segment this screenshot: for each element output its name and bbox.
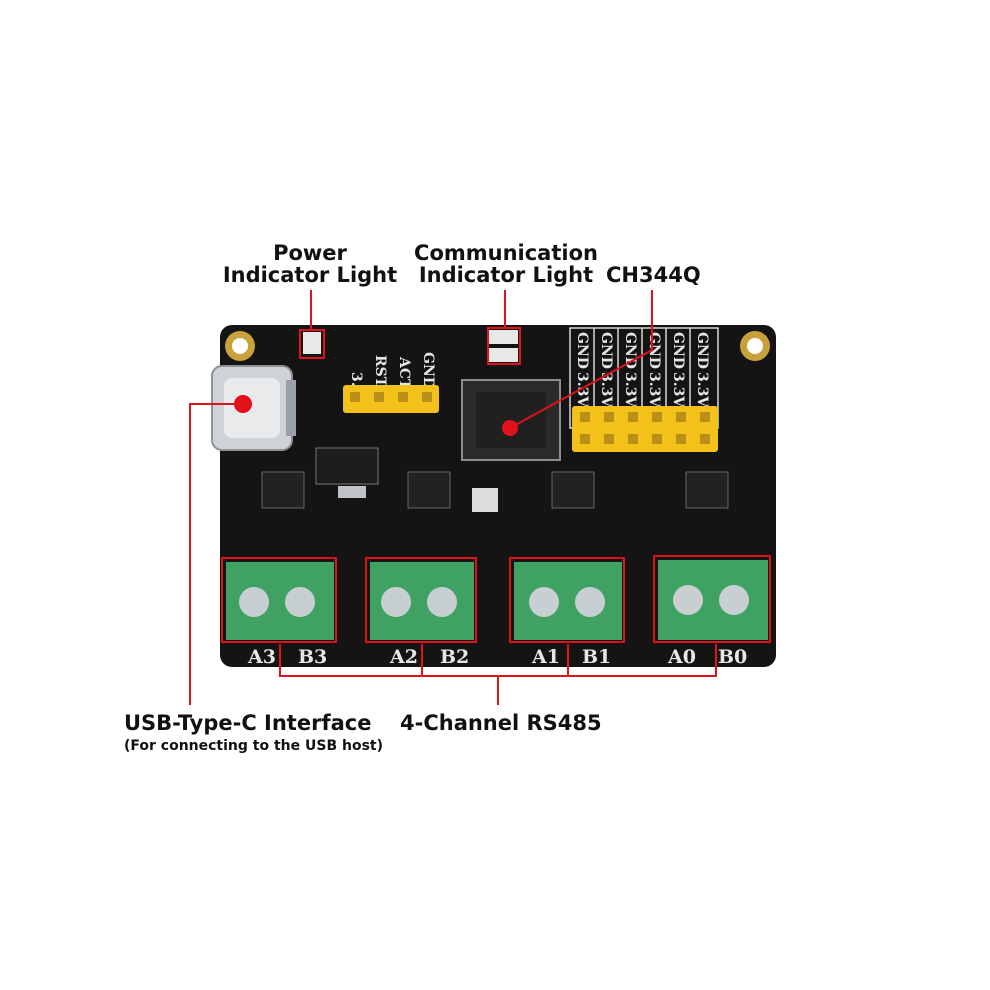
communication-indicator-callout: Communication Indicator Light — [410, 242, 602, 286]
svg-text:3.3V: 3.3V — [694, 372, 710, 408]
label-a2: A2 — [390, 646, 418, 668]
usb-callout-subtitle: (For connecting to the USB host) — [124, 738, 384, 754]
mounting-hole-right — [740, 331, 770, 361]
chip-callout: CH344Q — [606, 263, 701, 287]
comm-callout-line2: Indicator Light — [418, 263, 594, 287]
comm-led-1 — [488, 330, 518, 344]
rs485-callout: 4-Channel RS485 — [400, 711, 602, 735]
terminal-highlight-2 — [365, 557, 477, 643]
terminal-block-3 — [226, 562, 334, 640]
silk-rst: RST — [372, 355, 388, 388]
right-pin-header — [572, 406, 718, 452]
power-indicator-callout: Power Indicator Light — [222, 242, 398, 286]
annotation-boxes — [221, 327, 771, 643]
comm-led-2 — [488, 348, 518, 362]
power-callout-line2: Indicator Light — [222, 263, 398, 287]
svg-text:GND: GND — [694, 332, 710, 369]
usb-type-c-port — [211, 365, 296, 451]
usb-callout-title: USB-Type-C Interface — [124, 711, 372, 735]
svg-text:3.3V: 3.3V — [670, 372, 686, 408]
voltage-regulator — [315, 447, 379, 485]
silk-act: ACT — [396, 356, 412, 390]
label-a3: A3 — [248, 646, 276, 668]
transceiver-chip-3 — [551, 471, 595, 509]
terminal-block-2 — [370, 562, 474, 640]
usb-callout-dot — [234, 395, 252, 413]
chip-leader — [509, 290, 653, 429]
ch344q-chip — [461, 379, 561, 461]
terminal-highlight-3 — [221, 557, 337, 643]
terminal-highlight-0 — [653, 555, 771, 643]
svg-text:GND: GND — [670, 332, 686, 369]
mounting-hole-left — [225, 331, 255, 361]
regulator-tab — [338, 486, 366, 498]
svg-text:GND: GND — [598, 332, 614, 369]
terminal-highlight-1 — [509, 557, 625, 643]
usb-leader — [189, 403, 243, 705]
label-a1: A1 — [532, 646, 560, 668]
svg-text:GND: GND — [646, 332, 662, 369]
terminal-block-0 — [658, 560, 768, 640]
label-b3: B3 — [298, 646, 328, 668]
right-header-silkscreen: GND GND GND GND GND GND 3.3V 3.3V 3.3V 3… — [574, 332, 710, 408]
comm-callout-line1: Communication — [414, 241, 598, 265]
svg-text:3.3V: 3.3V — [622, 372, 638, 408]
leader-lines — [189, 290, 717, 705]
svg-text:GND: GND — [622, 332, 638, 369]
chip-callout-dot — [502, 420, 518, 436]
crystal-oscillator — [472, 488, 498, 512]
svg-text:3.3V: 3.3V — [646, 372, 662, 408]
transceiver-chip-2 — [407, 471, 451, 509]
label-b1: B1 — [582, 646, 612, 668]
silk-gnd: GND — [420, 352, 436, 389]
terminal-block-1 — [514, 562, 622, 640]
transceiver-chip-4 — [685, 471, 729, 509]
label-a0: A0 — [668, 646, 696, 668]
svg-text:GND: GND — [574, 332, 590, 369]
power-callout-line1: Power — [273, 241, 347, 265]
label-b0: B0 — [718, 646, 748, 668]
transceiver-chip-1 — [261, 471, 305, 509]
power-led — [303, 332, 321, 354]
label-b2: B2 — [440, 646, 470, 668]
svg-text:3.3V: 3.3V — [598, 372, 614, 408]
svg-text:3.3V: 3.3V — [574, 372, 590, 408]
left-pin-header — [343, 385, 439, 413]
